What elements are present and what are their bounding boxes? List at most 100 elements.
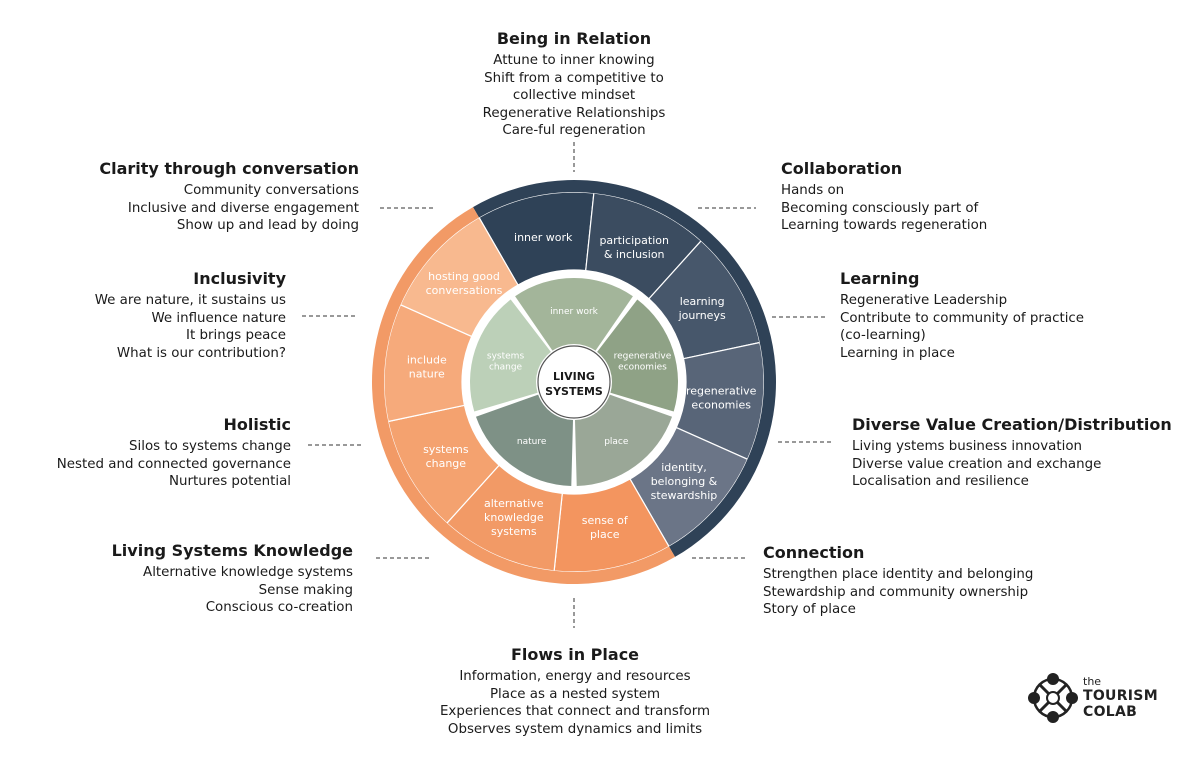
outer-segment-label-line: regenerative (686, 384, 757, 397)
block-learning: Learning Regenerative Leadership Contrib… (840, 268, 1084, 362)
block-item: Regenerative Leadership (840, 293, 1008, 308)
block-item: Show up and lead by doing (176, 218, 359, 234)
block-collaboration: Collaboration Hands on Becoming consciou… (781, 158, 987, 235)
block-item: Sense making (258, 582, 353, 598)
outer-segment-label-line: change (426, 457, 467, 470)
outer-segment-label-line: stewardship (651, 489, 718, 502)
block-item: (co-learning) (840, 328, 926, 344)
outer-segment-label-line: economies (691, 398, 751, 411)
block-item: Nurtures potential (169, 474, 291, 490)
block-item: What is our contribution? (116, 345, 286, 361)
inner-segment-label: place (604, 437, 629, 447)
block-connection: Connection Strengthen place identity and… (763, 542, 1033, 619)
block-items: Regenerative Leadership Contribute to co… (840, 292, 1084, 362)
inner-segment-label: inner work (550, 307, 599, 317)
outer-segment-label: inner work (514, 231, 573, 244)
outer-segment-label-line: systems (491, 525, 537, 538)
block-item: Strengthen place identity and belonging (763, 567, 1034, 582)
logo-the: the (1083, 675, 1102, 688)
block-item: Regenerative Relationships (482, 105, 666, 121)
outer-ring (372, 179, 776, 584)
inner-segment (469, 299, 551, 412)
block-item: Learning towards regeneration (781, 218, 988, 234)
outer-segment-label-line: participation (599, 234, 669, 247)
outer-segment-label-line: include (407, 354, 447, 367)
outer-segment-label-line: identity, (661, 461, 706, 474)
outer-segment-label-line: conversations (426, 284, 503, 297)
block-title: Collaboration (781, 159, 903, 178)
block-item: Experiences that connect and transform (439, 704, 711, 720)
outer-segment-label-line: learning (680, 295, 725, 308)
block-item: Contribute to community of practice (840, 310, 1085, 326)
inner-segment (475, 394, 574, 486)
block-clarity-through-conversation: Clarity through conversation Community c… (99, 158, 359, 235)
tourism-colab-logo: the TOURISM COLAB (1025, 668, 1165, 728)
block-item: Conscious co-creation (205, 600, 353, 616)
block-items: Strengthen place identity and belonging … (763, 566, 1033, 619)
block-item: Alternative knowledge systems (143, 565, 353, 580)
outer-segment-label: participation& inclusion (599, 234, 669, 261)
block-item: collective mindset (512, 88, 636, 104)
outer-segment-label-line: sense of (582, 514, 629, 527)
outer-segment-label: identity,belonging &stewardship (651, 461, 718, 502)
inner-segment-label-line: regenerative (614, 351, 672, 361)
block-inclusivity: Inclusivity We are nature, it sustains u… (95, 268, 286, 362)
block-item: Information, energy and resources (459, 669, 691, 684)
logo-tourism: TOURISM (1083, 688, 1158, 704)
block-item: Living ystems business innovation (852, 439, 1083, 454)
block-living-systems-knowledge: Living Systems Knowledge Alternative kno… (112, 540, 353, 617)
block-item: Learning in place (840, 345, 955, 361)
block-item: Observes system dynamics and limits (447, 721, 703, 737)
block-items: Hands on Becoming consciously part of Le… (781, 182, 987, 235)
block-items: Silos to systems change Nested and conne… (57, 438, 291, 491)
logo-colab: COLAB (1083, 704, 1138, 720)
block-item: Shift from a competitive to (484, 70, 664, 86)
block-items: Attune to inner knowing Shift from a com… (454, 52, 694, 140)
block-item: We are nature, it sustains us (94, 293, 286, 308)
block-item: Hands on (781, 183, 845, 198)
outer-segment-label-line: systems (423, 443, 469, 456)
block-item: Community conversations (183, 183, 359, 198)
block-items: Alternative knowledge systems Sense maki… (112, 564, 353, 617)
center-label-line2: SYSTEMS (545, 385, 603, 398)
block-title: Flows in Place (510, 645, 640, 664)
outer-segment-label-line: knowledge (484, 511, 544, 524)
inner-segment (515, 277, 633, 351)
block-title: Diverse Value Creation/Distribution (852, 415, 1172, 434)
block-items: Information, energy and resources Place … (420, 668, 730, 738)
block-title: Connection (763, 543, 865, 562)
block-title: Holistic (223, 415, 292, 434)
inner-segment (574, 394, 673, 486)
center-circle (537, 345, 611, 419)
inner-segment-label-line: nature (517, 437, 547, 447)
block-item: Place as a nested system (489, 686, 661, 702)
outer-segment-label-line: journeys (678, 309, 726, 322)
inner-segment (597, 299, 678, 412)
center-label-line1: LIVING (553, 370, 595, 383)
outer-segment-label-line: inner work (514, 231, 573, 244)
block-title: Inclusivity (193, 269, 286, 288)
block-flows-in-place: Flows in Place Information, energy and r… (420, 644, 730, 738)
block-item: Attune to inner knowing (493, 53, 655, 68)
block-items: We are nature, it sustains us We influen… (95, 292, 286, 362)
block-title: Being in Relation (496, 29, 652, 48)
block-being-in-relation: Being in Relation Attune to inner knowin… (454, 28, 694, 140)
block-item: It brings peace (186, 328, 286, 344)
block-title: Clarity through conversation (99, 159, 359, 178)
inner-segment-label-line: inner work (550, 307, 599, 317)
outer-segment-label-line: nature (409, 368, 445, 381)
block-item: We influence nature (151, 310, 286, 326)
inner-segment-label: nature (517, 437, 547, 447)
block-holistic: Holistic Silos to systems change Nested … (57, 414, 291, 491)
block-item: Stewardship and community ownership (763, 584, 1029, 600)
outer-segment-label-line: hosting good (428, 270, 500, 283)
